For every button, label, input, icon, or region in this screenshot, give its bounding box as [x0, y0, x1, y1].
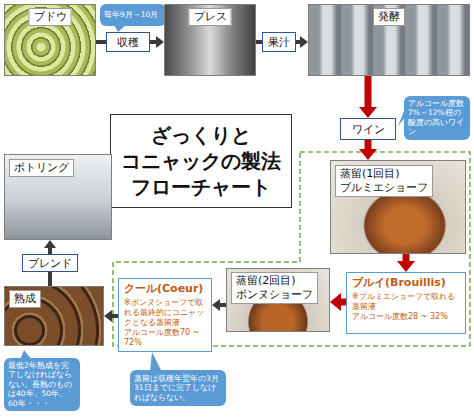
main-flow-arrow [397, 254, 415, 272]
process-box: 収穫 [106, 32, 150, 52]
arrow-line [150, 40, 157, 44]
photo-label: プレス [189, 8, 232, 26]
process-box: 果汁 [262, 32, 296, 52]
title-box: ざっくりと コニャックの製法 フローチャート [110, 114, 292, 208]
arrow-head [104, 310, 112, 322]
arrow-line [96, 40, 106, 44]
flow-arrow [104, 310, 118, 322]
flow-arrow [150, 36, 164, 48]
arrow-line [48, 247, 52, 254]
main-flow-arrow [359, 76, 377, 118]
callout-tail [150, 352, 162, 372]
arrow-line [219, 303, 226, 307]
flow-arrow [44, 240, 56, 254]
arrow-head [156, 36, 164, 48]
callout-tail [114, 25, 126, 32]
main-flow-arrow [330, 293, 346, 311]
arrow-head [44, 240, 56, 248]
photo-box: 発酵 [308, 4, 470, 76]
node-text: アルコール度数70 ~ 72% [124, 328, 206, 348]
photo-caption: 蒸留(2回目) [236, 274, 313, 288]
arrow-line [48, 272, 52, 286]
photo-label: 蒸留(2回目)ボンヌショーフ [231, 272, 318, 304]
arrow-line [111, 314, 118, 318]
arrow-line [403, 254, 410, 262]
photo-caption: 蒸留(1回目) [340, 167, 428, 181]
photo-box: ボトリング [4, 154, 112, 240]
node-text: ワイン [352, 122, 385, 137]
photo-label: ブドウ [29, 8, 72, 26]
photo-box: 蒸留(1回目)ブルミエショーフ [330, 160, 466, 254]
photo-label: ボトリング [9, 159, 74, 177]
photo-caption: ボトリング [14, 161, 69, 175]
arrow-head [397, 261, 415, 272]
node-text: ブレンド [28, 256, 72, 271]
photo-caption: プレス [194, 10, 227, 24]
photo-box: 熟成 [4, 286, 104, 346]
process-box: ワイン [340, 118, 396, 140]
callout-text: 最低2年熟成を完了しなければならない。長熟のものは40年、50年、60年・・・ [8, 361, 76, 408]
arrow-head [212, 299, 220, 311]
node-text: ブルイ(Brouillis) [352, 276, 460, 290]
main-flow-arrow [359, 140, 377, 160]
flow-arrow [50, 272, 51, 286]
photo-box: プレス [164, 4, 256, 76]
flow-arrow [296, 36, 308, 48]
photo-caption: 発酵 [378, 10, 400, 24]
photo-caption: ブルミエショーフ [340, 181, 428, 195]
node-text: ※ブルミエショーフで取れる蒸留液 [352, 292, 460, 312]
flow-arrow [96, 42, 106, 43]
info-box: ブルイ(Brouillis) ※ブルミエショーフで取れる蒸留液アルコール度数28 … [346, 272, 466, 334]
photo-caption: ボンヌショーフ [236, 288, 313, 302]
callout-box: 最低2年熟成を完了しなければならない。長熟のものは40年、50年、60年・・・ [4, 358, 80, 411]
node-text: ※ボンヌショーフで取れる最終的にコニャックとなる蒸留液 [124, 298, 206, 328]
info-box: クール(Coeur) ※ボンヌショーフで取れる最終的にコニャックとなる蒸留液アルコ… [118, 278, 212, 352]
arrow-head [300, 36, 308, 48]
photo-box: 蒸留(2回目)ボンヌショーフ [226, 268, 330, 332]
callout-box: アルコール度数7%～12%程の酸度の高いワイン [404, 96, 470, 140]
flow-arrow [212, 299, 226, 311]
process-box: ブレンド [22, 254, 78, 272]
arrow-line [365, 76, 372, 108]
arrow-head [330, 293, 341, 311]
node-text: 果汁 [268, 35, 290, 50]
arrow-line [365, 140, 372, 150]
callout-text: 蒸留は収穫年翌年の3月31日までに完了しなければならない。 [134, 374, 222, 402]
callout-text: アルコール度数7%～12%程の酸度の高いワイン [408, 99, 466, 137]
photo-caption: ブドウ [34, 10, 67, 24]
title-text: ざっくりと コニャックの製法 フローチャート [117, 122, 285, 200]
arrow-head [359, 149, 377, 160]
photo-label: 熟成 [9, 290, 41, 308]
photo-label: 蒸留(1回目)ブルミエショーフ [335, 165, 433, 197]
arrow-head [359, 107, 377, 118]
photo-caption: 熟成 [14, 292, 36, 306]
node-text: 収穫 [117, 35, 139, 50]
callout-text: 毎年9月～10月 [104, 10, 162, 19]
callout-box: 蒸留は収穫年翌年の3月31日までに完了しなければならない。 [130, 370, 226, 406]
photo-box: ブドウ [4, 4, 96, 76]
callout-box: 毎年9月～10月 [100, 4, 166, 26]
node-text: アルコール度数28 ~ 32% [352, 312, 460, 322]
photo-label: 発酵 [373, 8, 405, 26]
node-text: クール(Coeur) [124, 282, 206, 296]
